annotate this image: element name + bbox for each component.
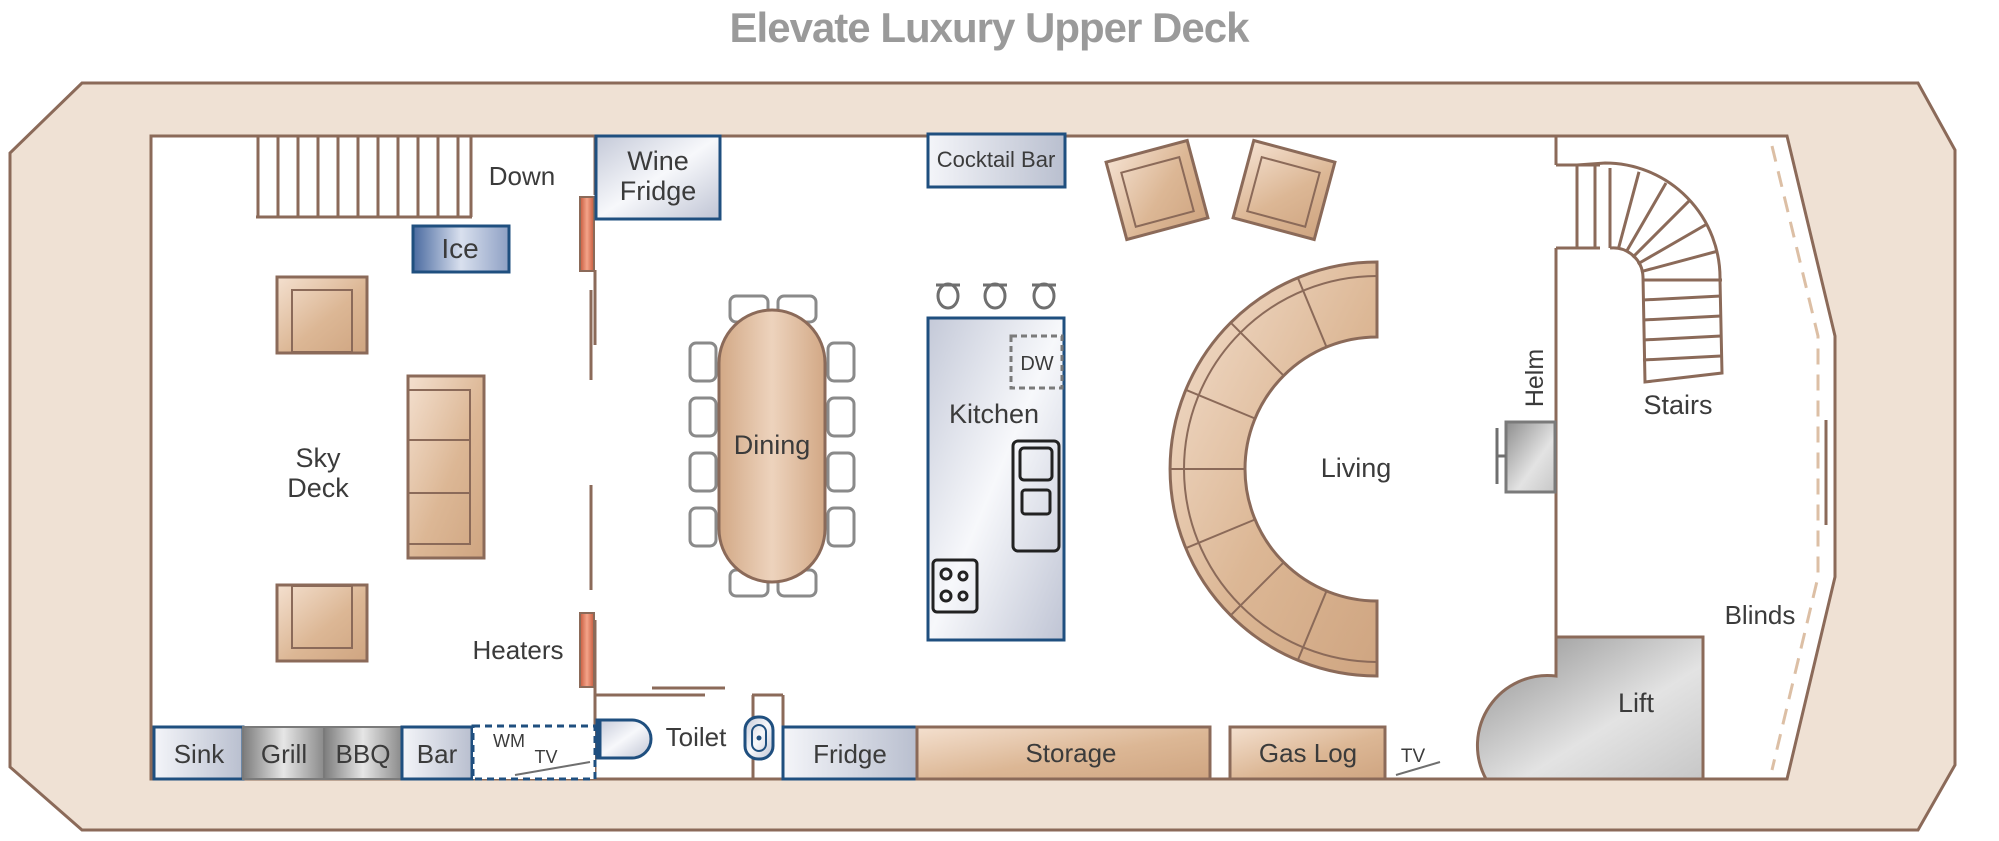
cocktail-bar xyxy=(926,132,1067,189)
armchair-top xyxy=(275,275,369,355)
lift-label: Lift xyxy=(1618,688,1655,718)
sink-double xyxy=(1011,439,1061,553)
cooktop xyxy=(931,558,979,614)
tv2-icon xyxy=(1395,761,1441,776)
wine-fridge xyxy=(594,134,722,221)
sofa xyxy=(406,374,486,560)
stair-tread xyxy=(1624,182,1668,254)
sink-unit xyxy=(152,725,245,781)
tv-icon xyxy=(514,761,591,776)
sofa-cushion-divider xyxy=(1185,518,1256,550)
dishwasher xyxy=(1009,334,1064,390)
heater-bottom xyxy=(579,612,595,688)
helm-console xyxy=(1504,420,1557,494)
bbq-unit xyxy=(323,726,403,780)
tv-label: TV xyxy=(534,747,557,767)
grill-label: Grill xyxy=(261,739,307,769)
stairs-down xyxy=(256,136,473,219)
armchair-bottom xyxy=(275,583,369,663)
sofa-cushion-divider xyxy=(1185,388,1256,420)
heaters-label: Heaters xyxy=(472,635,563,665)
hand-basin-drain xyxy=(756,735,762,741)
curved-sofa xyxy=(1168,260,1379,678)
fridge-unit xyxy=(781,725,919,781)
toilet-label: Toilet xyxy=(666,722,727,752)
dining-chairs xyxy=(688,294,856,598)
heater-top xyxy=(579,196,595,272)
kitchen-label: Kitchen xyxy=(949,399,1039,429)
living-label: Living xyxy=(1321,453,1392,483)
stair-tread xyxy=(1640,249,1719,274)
dishwasher-label: DW xyxy=(1020,353,1053,375)
gas-log-fireplace xyxy=(1228,725,1387,781)
stairs-label: Stairs xyxy=(1643,390,1712,420)
gas-log-label: Gas Log xyxy=(1259,738,1357,768)
blinds-line xyxy=(1770,145,1820,771)
toilet xyxy=(595,718,653,760)
tv2-label: TV xyxy=(1401,746,1426,767)
washing-machine-cabinet xyxy=(471,724,597,781)
sofa-cushion-divider xyxy=(1229,321,1285,377)
ice-label: Ice xyxy=(441,233,478,264)
down-label: Down xyxy=(489,161,555,191)
stair-tread xyxy=(1642,314,1722,322)
bar-stools xyxy=(936,282,1056,310)
stair-tread xyxy=(1642,354,1722,362)
wine-fridge-label-line1: Wine xyxy=(627,146,689,176)
helm-label: Helm xyxy=(1521,349,1549,407)
wm-label: WM xyxy=(493,731,525,751)
stair-tread xyxy=(1642,294,1722,302)
sofa-cushion-divider xyxy=(1229,561,1285,617)
stair-tread xyxy=(1642,334,1722,342)
sky-deck-label-line1: Sky xyxy=(295,443,341,473)
living-armchairs xyxy=(1104,138,1337,242)
sky-deck-furniture xyxy=(275,275,486,663)
dining-table xyxy=(717,308,827,584)
stair-tread xyxy=(1631,199,1691,259)
cocktail-bar-label: Cocktail Bar xyxy=(937,147,1056,172)
dining-label: Dining xyxy=(734,430,811,460)
hand-basin-inner xyxy=(751,724,767,752)
sofa-cushion-divider xyxy=(1296,590,1328,661)
bbq-label: BBQ xyxy=(336,739,391,769)
ice-box xyxy=(411,224,511,274)
fridge-label: Fridge xyxy=(813,739,887,769)
stair-tread xyxy=(1616,171,1641,250)
storage-unit xyxy=(915,725,1212,781)
sofa-cushion-divider xyxy=(1296,277,1328,348)
wine-fridge-label-line2: Fridge xyxy=(620,176,697,206)
storage-label: Storage xyxy=(1025,738,1116,768)
sink-label: Sink xyxy=(174,739,226,769)
stair-tread xyxy=(1636,222,1708,266)
spiral-stairs xyxy=(1575,161,1724,384)
bar-label: Bar xyxy=(417,739,458,769)
sky-deck-label-line2: Deck xyxy=(287,473,349,503)
bar-unit xyxy=(400,725,474,781)
lift xyxy=(1475,635,1705,781)
page-title: Elevate Luxury Upper Deck xyxy=(730,4,1251,51)
blinds-label: Blinds xyxy=(1725,600,1796,630)
